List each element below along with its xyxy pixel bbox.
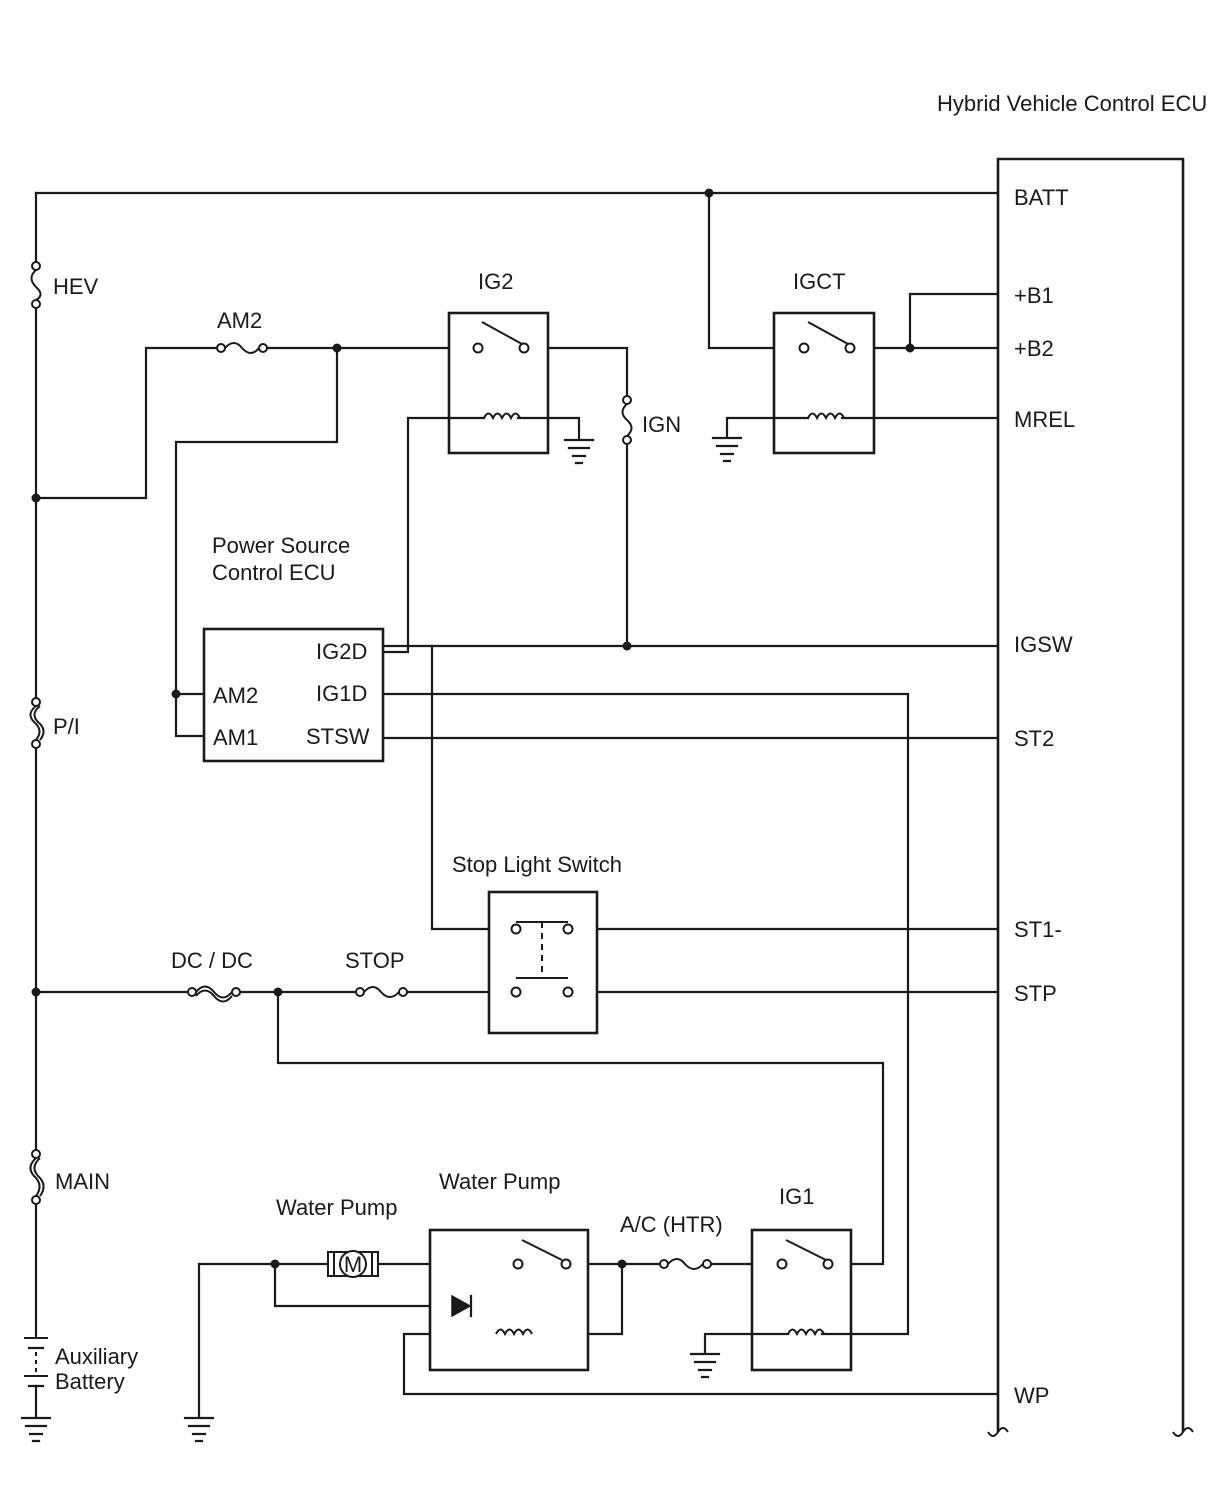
power-ecu-ig1d: IG1D: [316, 681, 367, 706]
relay-coil-icon: [495, 1328, 533, 1337]
relay-igct-label: IGCT: [793, 269, 846, 294]
diode-icon: [451, 1294, 472, 1318]
fuse-ac-htr: A/C (HTR): [620, 1212, 723, 1270]
relay-coil-icon: [807, 412, 845, 421]
relay-coil-icon: [483, 412, 521, 421]
fuse-am2-label: AM2: [217, 308, 262, 333]
motor-icon: M: [344, 1252, 362, 1277]
fuse-pi-label: P/I: [53, 714, 80, 739]
terminal-b1: +B1: [1014, 283, 1054, 308]
terminal-mrel: MREL: [1014, 407, 1075, 432]
relay-water-pump: Water Pump: [428, 1169, 590, 1372]
power-ecu-ig2d: IG2D: [316, 639, 367, 664]
fuse-ac-htr-label: A/C (HTR): [620, 1212, 723, 1237]
fuse-am2: AM2: [216, 308, 268, 354]
battery-label-line2: Battery: [55, 1369, 125, 1394]
terminal-b2: +B2: [1014, 336, 1054, 361]
fuse-main: MAIN: [29, 1149, 110, 1205]
power-source-ecu: Power Source Control ECU IG2D IG1D STSW …: [202, 533, 385, 763]
water-pump-motor-label: Water Pump: [276, 1195, 397, 1220]
ground-icons: [20, 436, 743, 1443]
fuse-pi: P/I: [29, 697, 80, 749]
relay-igct: IGCT: [772, 269, 876, 455]
ground-icon: [20, 1416, 52, 1443]
relay-ig2-label: IG2: [478, 269, 513, 294]
power-ecu-am1: AM1: [213, 725, 258, 750]
fuse-ign-label: IGN: [642, 412, 681, 437]
terminal-st1: ST1-: [1014, 917, 1062, 942]
stop-light-switch-label: Stop Light Switch: [452, 852, 622, 877]
terminal-st2: ST2: [1014, 726, 1054, 751]
power-ecu-title-line2: Control ECU: [212, 560, 335, 585]
terminal-batt: BATT: [1014, 185, 1069, 210]
fuse-hev-label: HEV: [53, 274, 99, 299]
ground-icon: [563, 438, 595, 465]
relay-coil-icon: [787, 1328, 825, 1337]
relay-ig1: IG1: [750, 1184, 853, 1372]
ground-icon: [689, 1352, 721, 1379]
fuse-dcdc: DC / DC: [171, 948, 253, 1003]
relay-ig1-label: IG1: [779, 1184, 814, 1209]
terminal-wp: WP: [1014, 1383, 1049, 1408]
fuse-ign: IGN: [621, 395, 681, 445]
water-pump-motor: Water Pump M: [276, 1195, 397, 1278]
power-ecu-am2: AM2: [213, 683, 258, 708]
power-ecu-stsw: STSW: [306, 724, 370, 749]
stop-light-switch: Stop Light Switch: [452, 852, 622, 1035]
fuse-main-label: MAIN: [55, 1169, 110, 1194]
relay-ig2: IG2: [447, 269, 550, 455]
hybrid-ecu: Hybrid Vehicle Control ECU BATT +B1 +B2 …: [937, 91, 1207, 1437]
power-ecu-title-line1: Power Source: [212, 533, 350, 558]
fuses: HEV AM2 IGN P/I MA: [29, 261, 723, 1270]
terminal-igsw: IGSW: [1014, 632, 1073, 657]
ground-icon: [183, 1416, 215, 1443]
battery-label-line1: Auxiliary: [55, 1344, 138, 1369]
relay-water-pump-label: Water Pump: [439, 1169, 560, 1194]
auxiliary-battery: Auxiliary Battery: [24, 1337, 138, 1418]
ground-icon: [711, 436, 743, 463]
terminal-stp: STP: [1014, 981, 1057, 1006]
fuse-dcdc-label: DC / DC: [171, 948, 253, 973]
fuse-hev: HEV: [30, 261, 99, 309]
fuse-stop-label: STOP: [345, 948, 405, 973]
fuse-stop: STOP: [345, 948, 408, 998]
hybrid-ecu-title: Hybrid Vehicle Control ECU: [937, 91, 1207, 116]
